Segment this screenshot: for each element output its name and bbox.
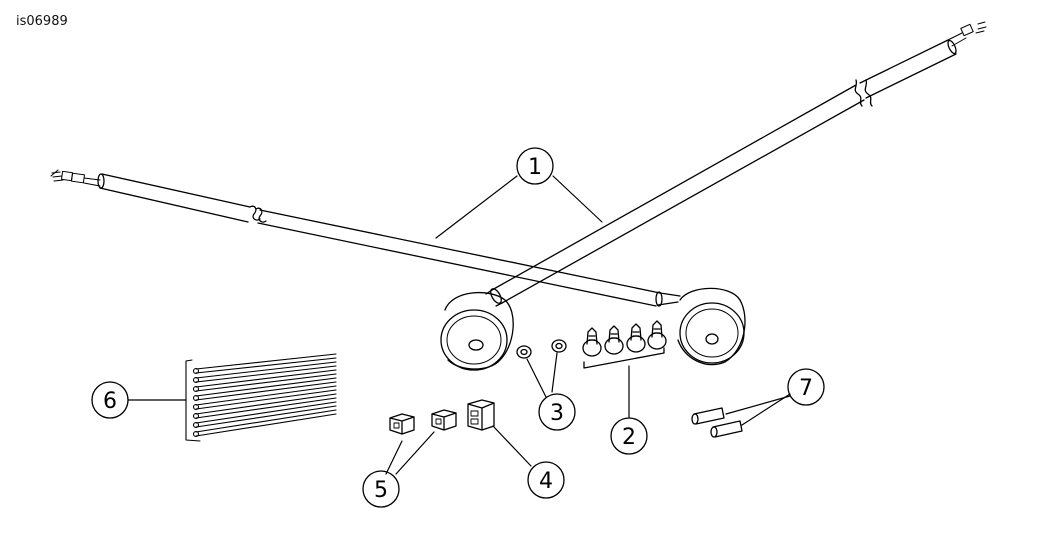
right-turn-signal-lamp (677, 287, 746, 366)
callout-2-label: 2 (622, 425, 636, 450)
callout-6: 6 (91, 381, 129, 419)
callout-7: 7 (787, 368, 825, 406)
nut-left (516, 345, 532, 359)
terminal-set (582, 320, 667, 369)
connector-small-right (431, 409, 457, 431)
leader-lines (127, 175, 791, 475)
callout-5: 5 (362, 470, 400, 508)
callout-4-label: 4 (539, 469, 553, 494)
callout-2: 2 (610, 417, 648, 455)
connector-small-left (389, 413, 415, 435)
left-harness-cable (50, 169, 681, 307)
callout-7-label: 7 (799, 376, 813, 401)
callout-3: 3 (538, 393, 576, 431)
figure-id: is06989 (16, 14, 68, 29)
callout-6-label: 6 (103, 389, 117, 414)
callout-1-label: 1 (528, 155, 542, 180)
cable-ties (185, 353, 337, 442)
tube-upper (691, 407, 725, 425)
right-harness-cable (485, 21, 987, 307)
callout-4: 4 (527, 461, 565, 499)
nut-right (551, 339, 567, 353)
connector-large (467, 399, 495, 431)
callout-3-label: 3 (550, 401, 564, 426)
left-turn-signal-lamp (440, 291, 514, 371)
callout-1: 1 (516, 147, 554, 185)
tube-lower (710, 420, 743, 438)
callout-5-label: 5 (374, 478, 388, 503)
